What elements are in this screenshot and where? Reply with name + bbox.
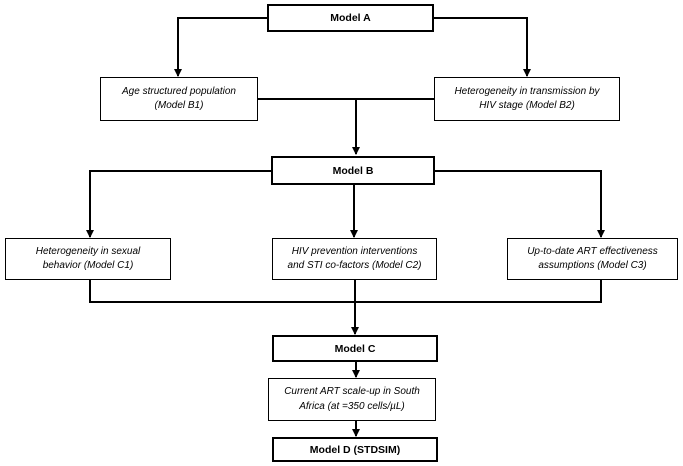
node-model-d: Model D (STDSIM) [272, 437, 438, 462]
edge-model-c1-c3-merge [89, 280, 602, 303]
node-model-b2: Heterogeneity in transmission by HIV sta… [434, 77, 620, 121]
node-model-c1: Heterogeneity in sexual behavior (Model … [5, 238, 171, 280]
node-art-scaleup: Current ART scale-up in South Africa (at… [268, 378, 436, 421]
edge-model-b-to-model-c3 [435, 170, 605, 238]
node-art-scaleup-label: Current ART scale-up in South Africa (at… [284, 386, 420, 412]
node-model-b2-label: Heterogeneity in transmission by HIV sta… [454, 85, 600, 112]
node-model-d-label: Model D (STDSIM) [309, 443, 401, 456]
node-model-b1: Age structured population (Model B1) [100, 77, 258, 121]
node-model-c3-label: Up-to-date ART effectiveness assumptions… [527, 245, 658, 272]
node-model-b: Model B [271, 156, 435, 185]
node-model-c3: Up-to-date ART effectiveness assumptions… [507, 238, 678, 280]
edge-model-a-to-model-b2 [434, 17, 531, 77]
node-model-c1-label: Heterogeneity in sexual behavior (Model … [35, 245, 141, 272]
node-model-c2-label: HIV prevention interventions and STI co-… [287, 245, 422, 272]
node-model-a-label: Model A [330, 12, 371, 24]
edge-model-a-to-model-b1 [174, 17, 267, 77]
node-model-c2: HIV prevention interventions and STI co-… [272, 238, 437, 280]
node-model-b-label: Model B [332, 164, 374, 177]
node-model-a: Model A [267, 4, 434, 32]
node-model-b1-label: Age structured population (Model B1) [122, 85, 236, 112]
node-model-c: Model C [272, 335, 438, 362]
edge-model-b-to-model-c1 [86, 170, 271, 238]
node-model-c-label: Model C [334, 342, 376, 355]
